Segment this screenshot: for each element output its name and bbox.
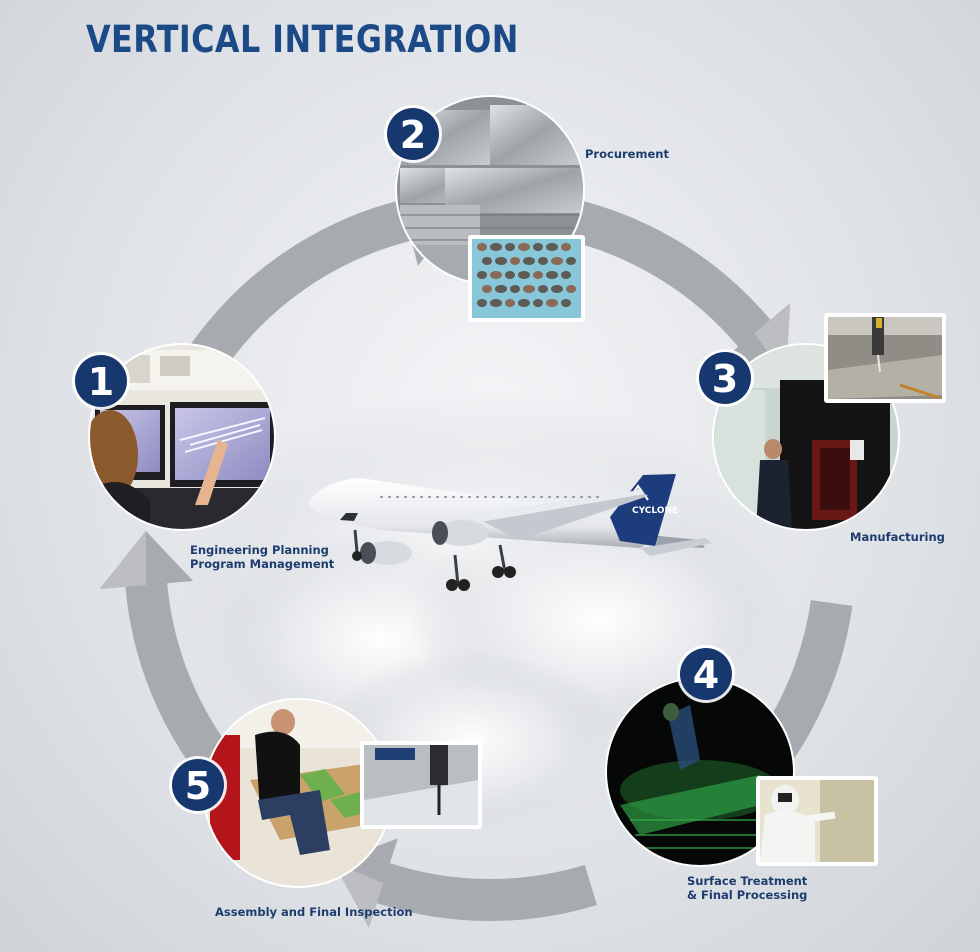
step-5-photo: [203, 698, 482, 888]
step-1-label-line-1: Engineering Planning: [190, 543, 329, 557]
machined-part-icon: [477, 243, 487, 251]
machined-part-icon: [477, 271, 487, 279]
step-4-number: 4: [693, 653, 719, 697]
machined-part-icon: [561, 271, 571, 279]
step-3-label: Manufacturing: [850, 530, 945, 544]
machined-part-icon: [533, 271, 543, 279]
step-2-label-line-1: Procurement: [585, 147, 669, 161]
cycle-arrow-1: [186, 174, 460, 374]
step-3-badge: 3: [696, 349, 754, 407]
machined-part-icon: [495, 257, 507, 265]
step-3-label-line-1: Manufacturing: [850, 530, 945, 544]
machined-part-icon: [518, 271, 530, 279]
machined-part-icon: [551, 285, 563, 293]
step-5-label-line-1: Assembly and Final Inspection: [215, 905, 413, 919]
step-4-label-line-2: & Final Processing: [687, 888, 808, 902]
machined-part-icon: [533, 299, 543, 307]
machined-part-icon: [510, 285, 520, 293]
step-5-label: Assembly and Final Inspection: [215, 905, 413, 919]
machined-part-icon: [546, 271, 558, 279]
cycle-arrow-highlight-5: [99, 530, 147, 590]
step-2-number: 2: [400, 113, 426, 157]
step-1-badge: 1: [72, 352, 130, 410]
step-1-number: 1: [88, 360, 114, 404]
step-3-number: 3: [712, 357, 738, 401]
machined-part-icon: [561, 243, 571, 251]
cycle-arrow-2: [562, 198, 791, 378]
machined-part-icon: [490, 243, 502, 251]
step-2-badge: 2: [384, 105, 442, 163]
machined-part-icon: [546, 243, 558, 251]
machined-part-icon: [518, 243, 530, 251]
machined-part-icon: [523, 285, 535, 293]
step-3-photo: [712, 313, 946, 531]
tail-logo: CYCLONE: [632, 506, 678, 516]
machined-part-icon: [490, 271, 502, 279]
machined-part-icon: [546, 299, 558, 307]
machined-part-icon: [505, 243, 515, 251]
step-1-label: Engineering Planning Program Management: [190, 543, 334, 571]
step-4-badge: 4: [677, 645, 735, 703]
machined-part-icon: [510, 257, 520, 265]
machined-part-icon: [495, 285, 507, 293]
machined-part-icon: [538, 257, 548, 265]
machined-part-icon: [523, 257, 535, 265]
step-4-label-line-1: Surface Treatment: [687, 874, 808, 888]
machined-part-icon: [566, 285, 576, 293]
step-1-label-line-2: Program Management: [190, 557, 335, 571]
machined-part-icon: [490, 299, 502, 307]
cycle-arrow-highlight-4: [333, 862, 384, 928]
machined-part-icon: [505, 271, 515, 279]
page-title: VERTICAL INTEGRATION: [86, 18, 519, 61]
aircraft-illustration: CYCLONE: [309, 474, 712, 591]
machined-part-icon: [518, 299, 530, 307]
step-2-label: Procurement: [585, 147, 669, 161]
step-5-number: 5: [185, 764, 211, 808]
step-4-label: Surface Treatment & Final Processing: [687, 874, 807, 902]
machined-part-icon: [482, 285, 492, 293]
machined-part-icon: [533, 243, 543, 251]
machined-part-icon: [482, 257, 492, 265]
step-4-photo: [605, 677, 878, 867]
machined-part-icon: [477, 299, 487, 307]
machined-part-icon: [551, 257, 563, 265]
step-5-badge: 5: [169, 756, 227, 814]
machined-part-icon: [505, 299, 515, 307]
machined-part-icon: [538, 285, 548, 293]
machined-part-icon: [561, 299, 571, 307]
cycle-arrow-4: [333, 838, 598, 928]
machined-part-icon: [566, 257, 576, 265]
